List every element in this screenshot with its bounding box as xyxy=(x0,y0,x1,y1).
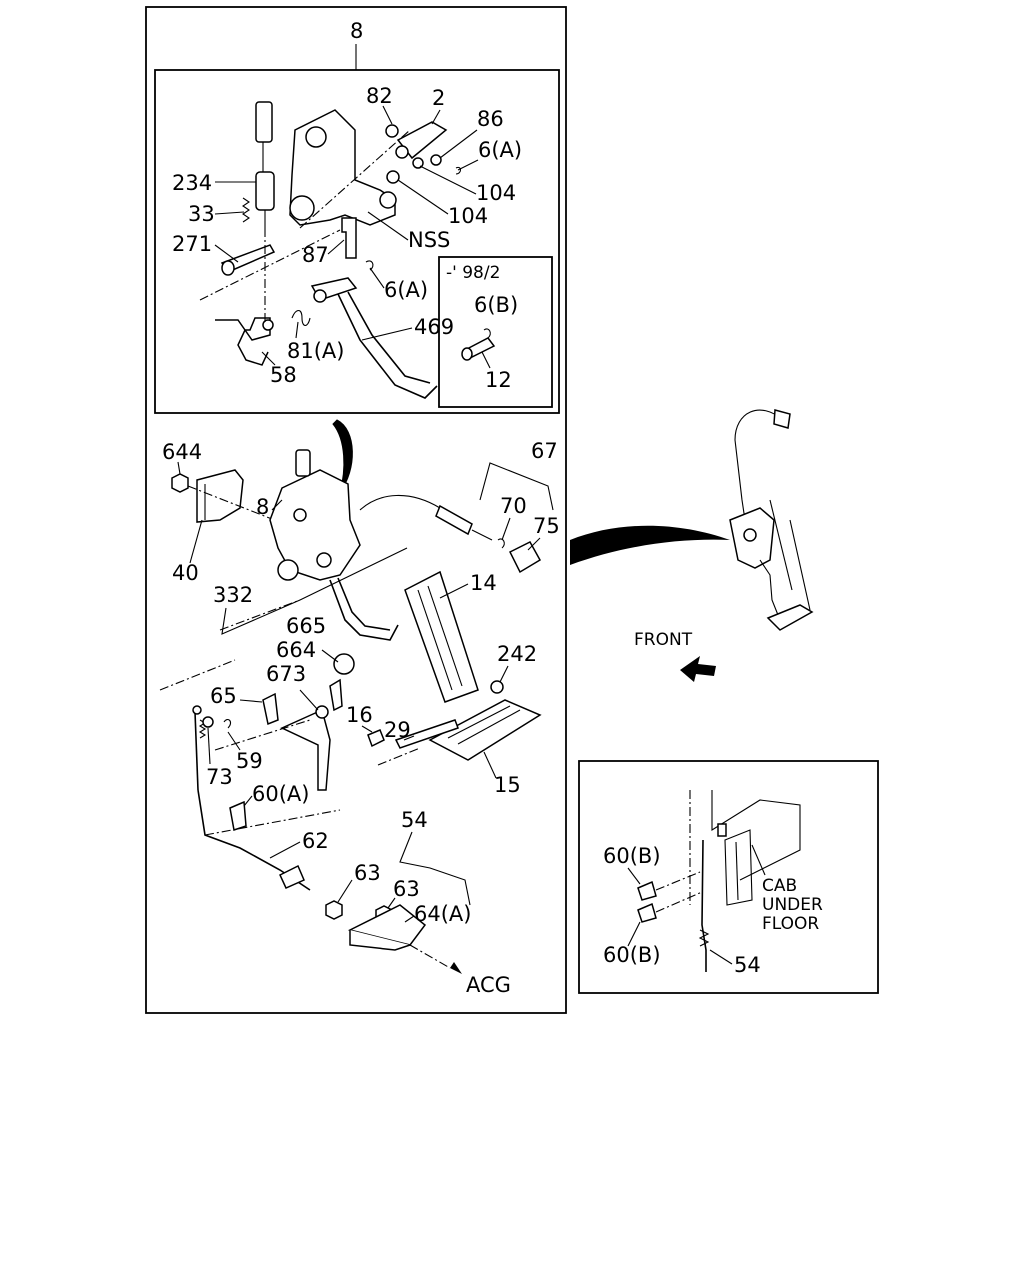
location-line-1: CAB xyxy=(762,876,797,896)
label-54: 54 xyxy=(401,808,428,832)
label-234: 234 xyxy=(172,171,212,195)
label-644: 644 xyxy=(162,440,202,464)
label-nss: NSS xyxy=(408,228,450,252)
label-6b: 6(B) xyxy=(474,293,518,317)
label-40: 40 xyxy=(172,561,199,585)
overview-arrow xyxy=(570,525,730,565)
label-665: 665 xyxy=(286,614,326,638)
label-87: 87 xyxy=(302,243,329,267)
label-15: 15 xyxy=(494,773,521,797)
label-64a: 64(A) xyxy=(414,902,471,926)
inset-title: -' 98/2 xyxy=(446,263,500,283)
detail-box xyxy=(154,69,560,414)
label-332: 332 xyxy=(213,583,253,607)
label-2: 2 xyxy=(432,86,445,110)
label-60a: 60(A) xyxy=(252,782,309,806)
detail-panel-frame xyxy=(578,760,879,994)
front-arrow-icon xyxy=(680,656,716,682)
label-16: 16 xyxy=(346,703,373,727)
accelerator-assembly xyxy=(159,449,542,974)
label-54-detail: 54 xyxy=(734,953,761,977)
label-60b-top: 60(B) xyxy=(603,844,661,868)
label-63-a: 63 xyxy=(354,861,381,885)
label-70: 70 xyxy=(500,494,527,518)
label-33: 33 xyxy=(188,202,215,226)
label-12: 12 xyxy=(485,368,512,392)
vehicle-overview xyxy=(729,409,814,631)
label-62: 62 xyxy=(302,829,329,853)
label-82: 82 xyxy=(366,84,393,108)
assembly-label: 8 xyxy=(350,19,363,43)
label-60b-bottom: 60(B) xyxy=(603,943,661,967)
label-29: 29 xyxy=(384,718,411,742)
label-664: 664 xyxy=(276,638,316,662)
label-81a: 81(A) xyxy=(287,339,344,363)
label-104-a: 104 xyxy=(476,181,516,205)
cab-underfloor-detail xyxy=(637,790,801,972)
label-673: 673 xyxy=(266,662,306,686)
main-panel-frame xyxy=(145,6,567,1014)
label-8-lower: 8 xyxy=(256,495,269,519)
label-469: 469 xyxy=(414,315,454,339)
label-58: 58 xyxy=(270,363,297,387)
label-59: 59 xyxy=(236,749,263,773)
label-86: 86 xyxy=(477,107,504,131)
label-73: 73 xyxy=(206,765,233,789)
label-65: 65 xyxy=(210,684,237,708)
label-acg: ACG xyxy=(466,973,511,997)
label-271: 271 xyxy=(172,232,212,256)
label-63-b: 63 xyxy=(393,877,420,901)
inset-box xyxy=(438,256,553,408)
location-line-3: FLOOR xyxy=(762,914,819,934)
label-75: 75 xyxy=(533,514,560,538)
label-242: 242 xyxy=(497,642,537,666)
location-line-2: UNDER xyxy=(762,895,823,915)
label-6a-mid: 6(A) xyxy=(384,278,428,302)
label-104-b: 104 xyxy=(448,204,488,228)
label-14: 14 xyxy=(470,571,497,595)
front-label: FRONT xyxy=(634,630,693,650)
label-6a-top: 6(A) xyxy=(478,138,522,162)
label-67: 67 xyxy=(531,439,558,463)
pedal-bracket-assembly xyxy=(199,101,496,399)
